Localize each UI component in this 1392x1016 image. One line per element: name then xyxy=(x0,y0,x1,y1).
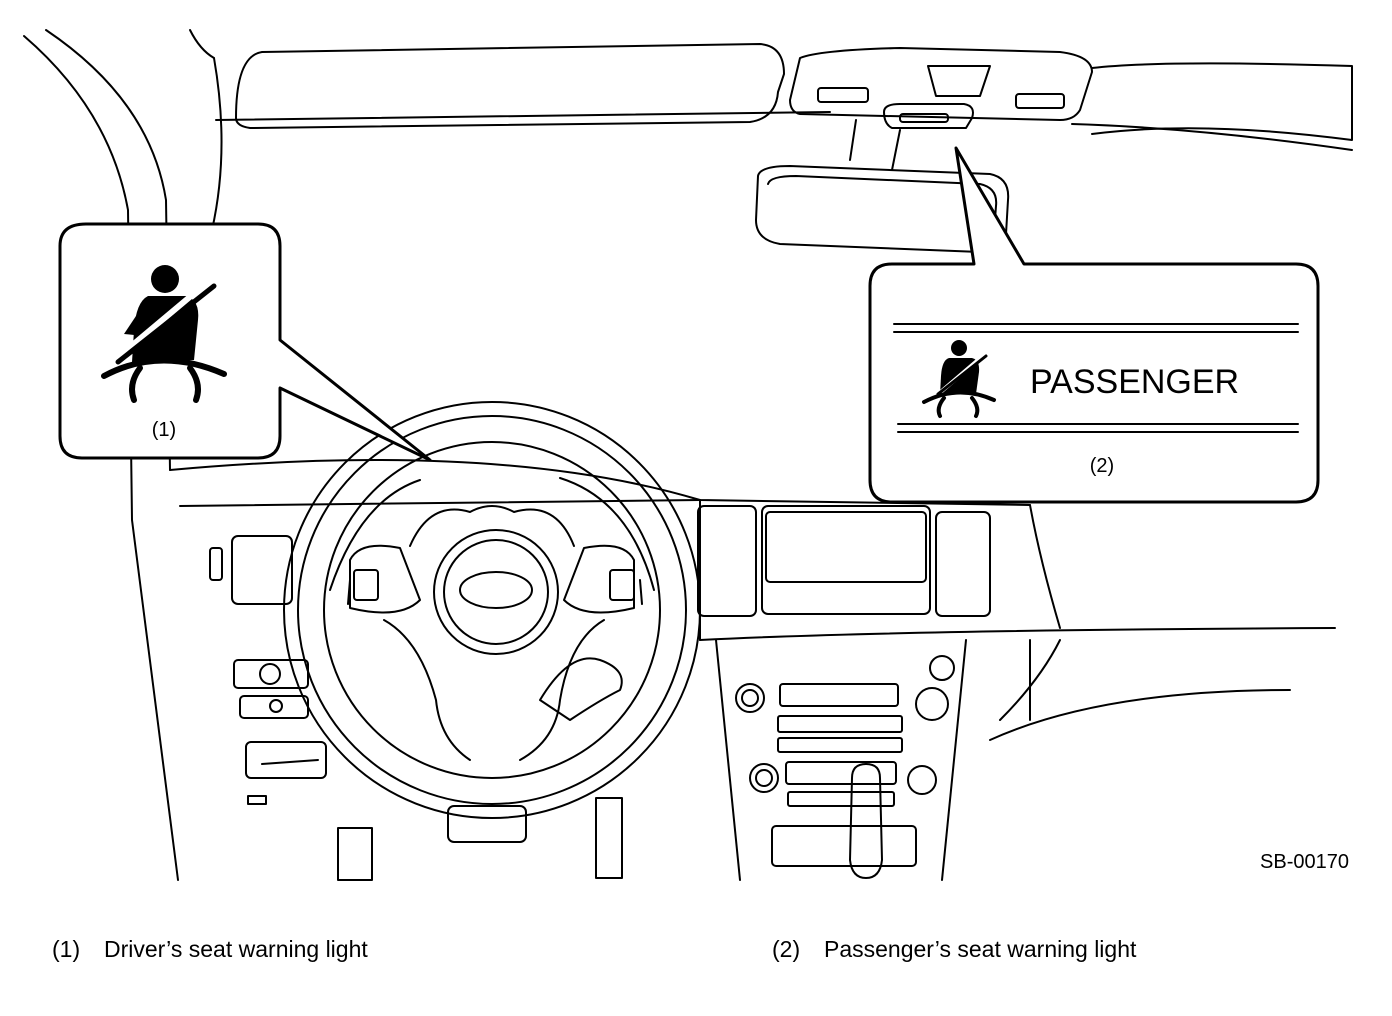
legend-text: Driver’s seat warning light xyxy=(104,936,368,962)
center-stack xyxy=(715,639,1291,881)
legend-item-passenger: (2) Passenger’s seat warning light xyxy=(772,936,1136,963)
legend-number: (2) xyxy=(772,936,801,962)
figure-code: SB-00170 xyxy=(1260,851,1349,873)
steering-wheel xyxy=(283,401,701,819)
callout-passenger: PASSENGER (2) xyxy=(868,146,1320,504)
overhead-console xyxy=(849,103,974,171)
callout-driver: (1) xyxy=(58,222,432,462)
left-dash-panel xyxy=(209,535,623,881)
center-display xyxy=(697,505,991,617)
passenger-indicator-text: PASSENGER xyxy=(1030,363,1239,401)
legend-item-driver: (1) Driver’s seat warning light xyxy=(52,936,368,963)
callout-passenger-number: (2) xyxy=(1090,455,1114,477)
legend-number: (1) xyxy=(52,936,81,962)
callout-driver-number: (1) xyxy=(152,419,176,441)
a-pillar xyxy=(23,29,223,881)
sun-visors xyxy=(215,43,1353,151)
legend-text: Passenger’s seat warning light xyxy=(824,936,1137,962)
